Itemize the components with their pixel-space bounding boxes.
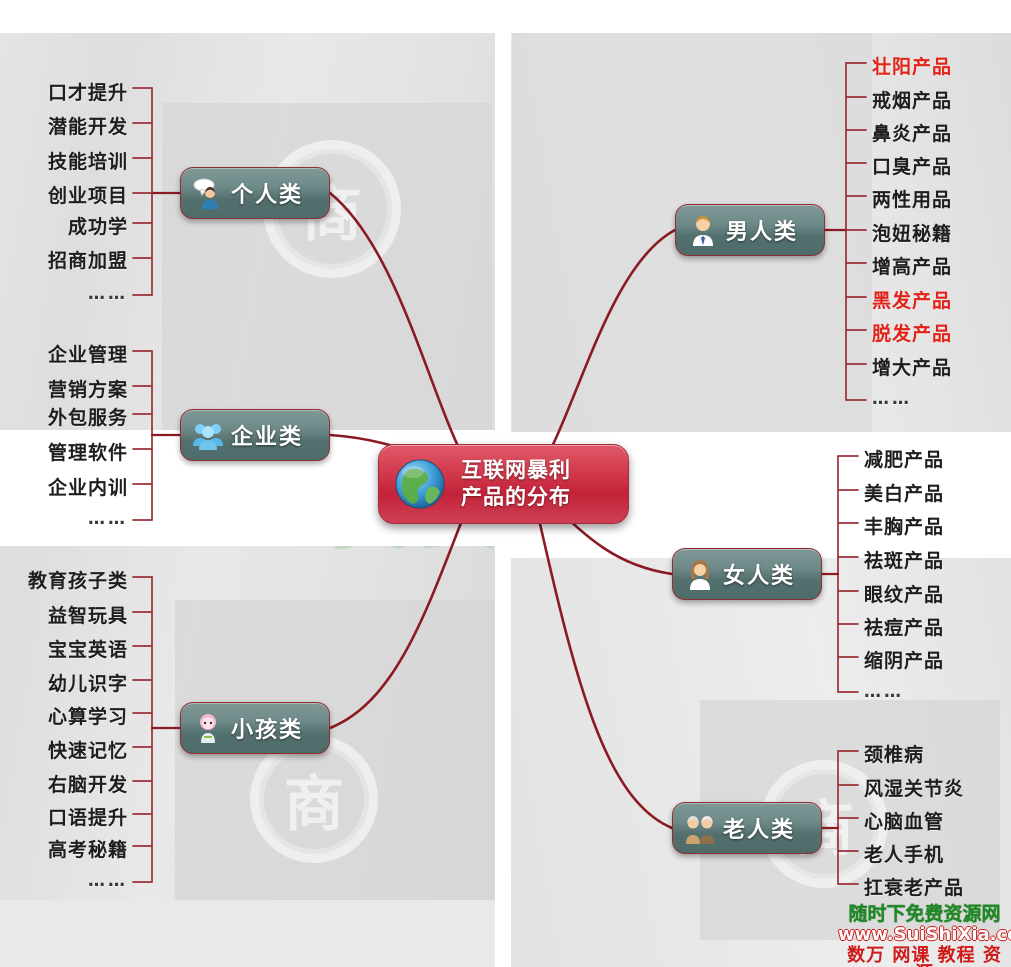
watermark-site-url: www.SuiShiXia.com: [838, 924, 1011, 945]
leaf-item[interactable]: 快速记忆: [47, 740, 128, 762]
globe-icon: [393, 457, 447, 511]
branch-node-nanren[interactable]: 男人类: [675, 204, 825, 256]
branch-node-geren[interactable]: 个人类: [180, 167, 330, 219]
branch-node-nvren[interactable]: 女人类: [672, 548, 822, 600]
man-icon: [686, 213, 720, 247]
leaf-item[interactable]: 壮阳产品: [872, 56, 953, 78]
footer-watermark: 随时下免费资源网 www.SuiShiXia.com 数万 网课 教程 资源: [838, 905, 1011, 967]
branch-label-laoren: 老人类: [723, 818, 796, 843]
leaf-item[interactable]: 老人手机: [864, 844, 945, 866]
leaf-item[interactable]: 鼻炎产品: [872, 123, 953, 145]
leaf-item[interactable]: ……: [864, 682, 904, 702]
leaf-item[interactable]: ……: [88, 509, 128, 529]
woman-icon: [683, 557, 717, 591]
leaf-item[interactable]: 戒烟产品: [872, 90, 953, 112]
watermark-tagline: 数万 网课 教程 资源: [847, 945, 1002, 967]
leaf-item[interactable]: 高考秘籍: [47, 839, 128, 861]
leaf-item[interactable]: 眼纹产品: [864, 584, 945, 606]
leaf-item[interactable]: 丰胸产品: [864, 516, 945, 538]
leaf-item[interactable]: 增大产品: [872, 357, 953, 379]
leaf-item[interactable]: 潜能开发: [47, 116, 128, 138]
elderly-couple-icon: [683, 811, 717, 845]
leaf-item[interactable]: 黑发产品: [872, 290, 953, 312]
leaf-item[interactable]: 心脑血管: [864, 811, 945, 833]
leaf-item[interactable]: 两性用品: [872, 189, 953, 211]
central-topic-line2: 产品的分布: [461, 485, 571, 509]
watermark-site-name: 随时下免费资源网: [848, 903, 1001, 925]
leaf-item[interactable]: 泡妞秘籍: [872, 223, 953, 245]
leaf-item[interactable]: 招商加盟: [47, 250, 128, 272]
leaf-item[interactable]: 创业项目: [47, 185, 128, 207]
branch-label-xiaohai: 小孩类: [231, 718, 304, 743]
leaf-item[interactable]: 营销方案: [47, 379, 128, 401]
page-seam: [0, 900, 497, 967]
leaf-item[interactable]: 风湿关节炎: [864, 778, 965, 800]
people-group-icon: [191, 418, 225, 452]
leaf-item[interactable]: 口臭产品: [872, 156, 953, 178]
branch-node-qiye[interactable]: 企业类: [180, 409, 330, 461]
central-topic-line1: 互联网暴利: [461, 458, 571, 483]
branch-label-nvren: 女人类: [723, 564, 796, 589]
branch-node-laoren[interactable]: 老人类: [672, 802, 822, 854]
leaf-item[interactable]: ……: [88, 284, 128, 304]
central-topic-node[interactable]: 互联网暴利 产品的分布: [378, 444, 629, 524]
leaf-item[interactable]: 幼儿识字: [47, 673, 128, 695]
leaf-item[interactable]: 祛痘产品: [864, 617, 945, 639]
central-topic-label: 互联网暴利 产品的分布: [461, 457, 571, 511]
leaf-item[interactable]: 益智玩具: [47, 605, 128, 627]
leaf-item[interactable]: 成功学: [67, 216, 128, 238]
leaf-item[interactable]: 心算学习: [47, 706, 128, 728]
leaf-item[interactable]: 颈椎病: [864, 744, 925, 766]
leaf-item[interactable]: 增高产品: [872, 256, 953, 278]
branch-label-geren: 个人类: [231, 183, 304, 208]
leaf-item[interactable]: 缩阴产品: [864, 650, 945, 672]
leaf-item[interactable]: ……: [872, 389, 912, 409]
leaf-item[interactable]: 外包服务: [47, 407, 128, 429]
leaf-item[interactable]: 减肥产品: [864, 449, 945, 471]
branch-label-qiye: 企业类: [231, 425, 304, 450]
leaf-item[interactable]: 扛衰老产品: [864, 877, 965, 899]
seal-watermark-icon: 商: [250, 735, 378, 863]
branch-label-nanren: 男人类: [726, 220, 799, 245]
leaf-item[interactable]: 美白产品: [864, 483, 945, 505]
leaf-item[interactable]: 企业内训: [47, 477, 128, 499]
person-speech-icon: [191, 176, 225, 210]
leaf-item[interactable]: 管理软件: [47, 442, 128, 464]
leaf-item[interactable]: 祛斑产品: [864, 550, 945, 572]
leaf-item[interactable]: 口才提升: [47, 82, 128, 104]
leaf-item[interactable]: 企业管理: [47, 344, 128, 366]
leaf-item[interactable]: 宝宝英语: [47, 639, 128, 661]
leaf-item[interactable]: 技能培训: [47, 151, 128, 173]
branch-node-xiaohai[interactable]: 小孩类: [180, 702, 330, 754]
child-icon: [191, 711, 225, 745]
leaf-item[interactable]: ……: [88, 871, 128, 891]
leaf-item[interactable]: 教育孩子类: [27, 570, 128, 592]
leaf-item[interactable]: 右脑开发: [47, 774, 128, 796]
leaf-item[interactable]: 口语提升: [47, 807, 128, 829]
leaf-item[interactable]: 脱发产品: [872, 323, 953, 345]
